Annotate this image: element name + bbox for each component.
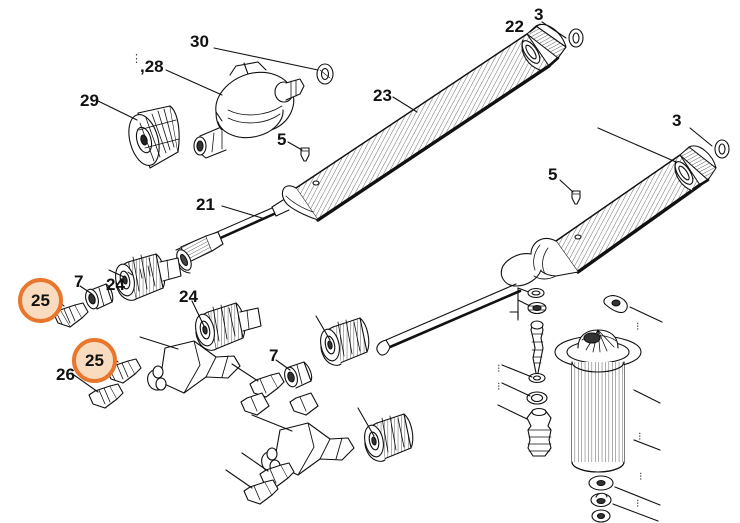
highlight-25-lower[interactable]: 25	[72, 338, 117, 383]
callout-21: 21	[196, 195, 215, 214]
callout-7-lower: 7	[269, 346, 279, 365]
callout-3-top: 3	[534, 5, 544, 24]
callout-3-right: 3	[672, 111, 682, 130]
mark-filter-a: ⁝	[497, 363, 502, 375]
callout-30: 30	[190, 32, 209, 51]
callout-7-upper: 7	[74, 272, 84, 291]
callout-23: 23	[373, 86, 392, 105]
highlight-25-lower-label: 25	[85, 350, 104, 370]
highlight-25-upper-label: 25	[31, 290, 50, 310]
callout-24-lower: 24	[179, 287, 198, 306]
callout-26: 26	[56, 365, 75, 384]
callout-5-left: 5	[277, 130, 287, 149]
mark-filter-c: ⁝	[636, 321, 641, 333]
mark-filter-e: ⁝	[639, 471, 644, 483]
mark-filter-d: ⁝	[638, 431, 643, 443]
mark-filter-b: ⁝	[497, 381, 502, 393]
callout-22: 22	[505, 17, 524, 36]
callout-28: ,28	[140, 57, 164, 76]
mark-left-top: ⋮	[131, 53, 143, 65]
callout-29: 29	[80, 91, 99, 110]
mark-filter-f: ⁝	[636, 498, 641, 510]
highlight-25-upper[interactable]: 25	[18, 278, 63, 323]
callout-24-upper: 24	[106, 275, 125, 294]
callout-5-right: 5	[548, 165, 558, 184]
